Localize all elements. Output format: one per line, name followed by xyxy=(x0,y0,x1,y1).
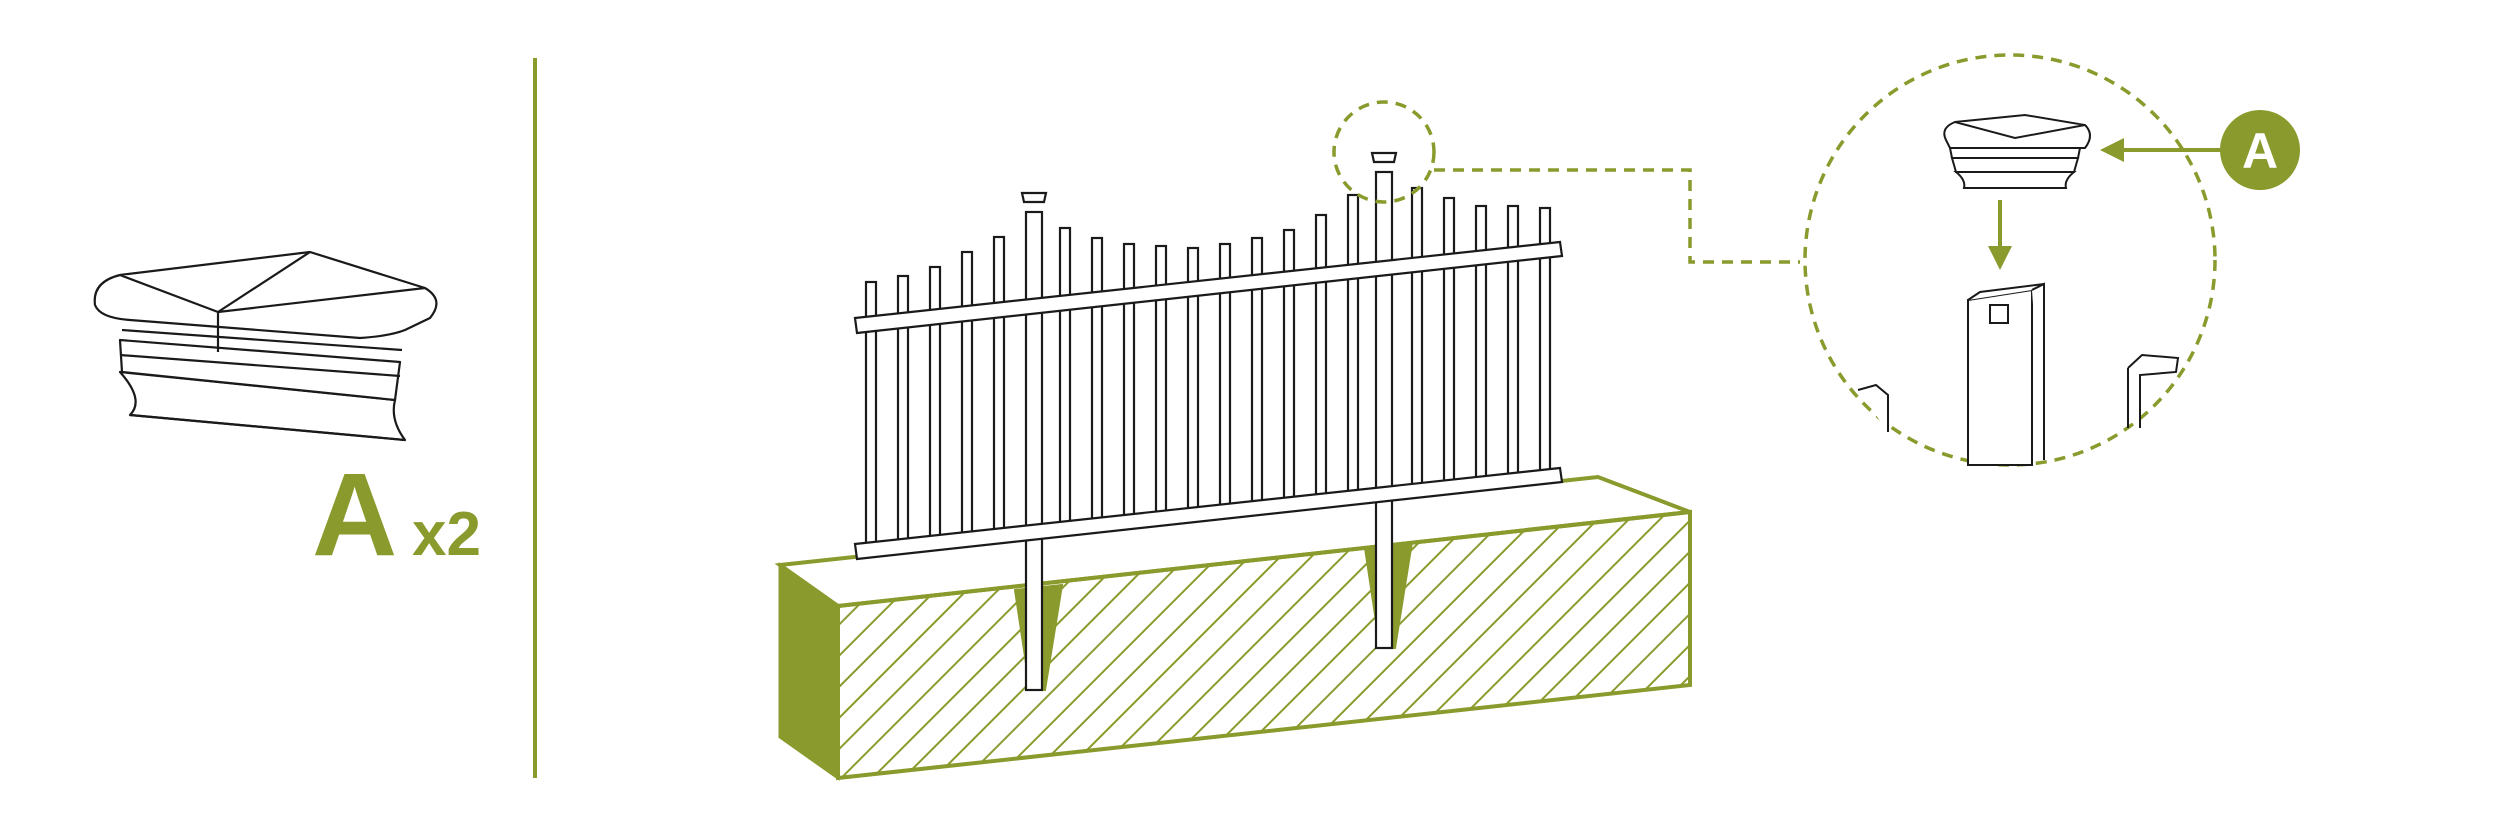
detail-view xyxy=(1803,53,2217,467)
detail-marker-circle xyxy=(1332,100,1436,204)
callout-badge: A xyxy=(2220,110,2300,190)
post-caps-installed xyxy=(1020,151,1398,204)
fence-post-left xyxy=(1024,210,1044,692)
part-letter: A xyxy=(312,449,397,581)
fence-bottom-rail xyxy=(853,466,1564,561)
detail-leader-line xyxy=(1434,168,1800,264)
retaining-wall xyxy=(774,474,1692,781)
detail-circle xyxy=(1803,53,2217,467)
post-cap-part-illustration xyxy=(93,250,438,442)
detail-post xyxy=(1967,282,2045,466)
detail-post-cap xyxy=(1943,113,2091,189)
part-quantity: x2 xyxy=(412,500,481,569)
fence-panel xyxy=(853,151,1564,692)
callout-letter: A xyxy=(2242,123,2278,179)
detail-pickets xyxy=(1857,353,2180,432)
fence-post-right xyxy=(1374,170,1394,650)
fence-top-rail xyxy=(853,240,1564,335)
